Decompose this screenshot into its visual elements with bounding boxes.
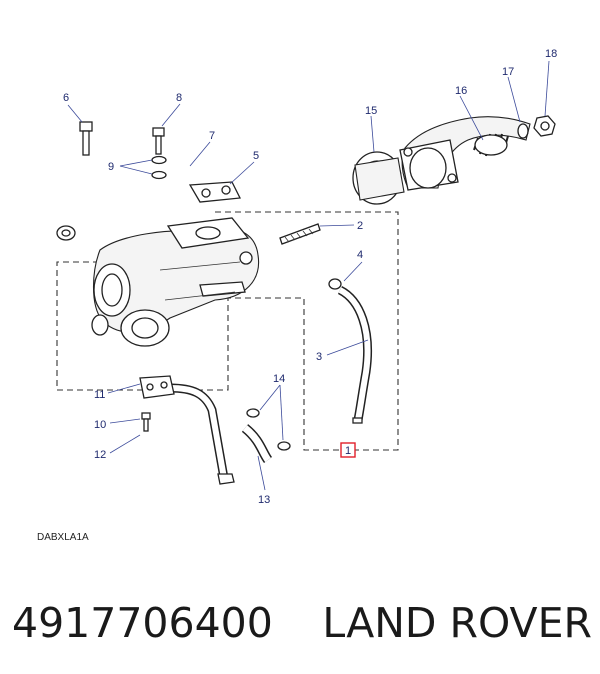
part-number: 4917706400: [12, 599, 273, 647]
callout-18: 18: [545, 48, 557, 60]
callout-12: 12: [94, 449, 106, 461]
bolt-10: [141, 412, 151, 432]
assembly-outline: [56, 211, 399, 451]
hose-13: [241, 424, 273, 463]
callout-2: 2: [357, 220, 363, 232]
spring-16: [473, 133, 509, 157]
turbocharger: [91, 217, 260, 347]
callout-14: 14: [273, 373, 285, 385]
callout-5: 5: [253, 150, 259, 162]
callout-8: 8: [176, 92, 182, 104]
washer-17: [517, 123, 529, 139]
callout-9: 9: [108, 161, 114, 173]
callout-labels: 6 8 7 9 5 2 4 3 15 16 17 18 11 10 12 14 …: [63, 48, 557, 506]
leader-lines: [67, 60, 550, 491]
diagram-reference-code: DABXLA1A: [37, 532, 89, 543]
exhaust-elbow: [399, 116, 531, 191]
bolt-8: [151, 127, 167, 180]
callout-15: 15: [365, 105, 377, 117]
callout-11: 11: [94, 389, 105, 401]
callout-17: 17: [502, 66, 514, 78]
callout-7: 7: [209, 130, 215, 142]
parts-diagram: 6 8 7 9 5 2 4 3 15 16 17 18 11 10 12 14 …: [56, 48, 557, 506]
part-caption: 4917706400 LAND ROVER: [12, 588, 592, 658]
brand-name: LAND ROVER: [322, 599, 592, 647]
highlighted-callout-1: 1: [340, 442, 356, 458]
callout-6: 6: [63, 92, 69, 104]
oil-return-pipe: [139, 375, 235, 485]
callout-16: 16: [455, 85, 467, 97]
callout-3: 3: [316, 351, 322, 363]
stud-2: [279, 223, 321, 245]
callout-10: 10: [94, 419, 106, 431]
callout-1: 1: [345, 445, 351, 457]
nut-18: [533, 115, 556, 137]
hose-clip-14: [246, 408, 291, 451]
gasket-ring-15: [352, 151, 405, 205]
oil-drain-hose: [328, 278, 373, 424]
callout-4: 4: [357, 249, 363, 261]
callout-13: 13: [258, 494, 270, 506]
oil-feed-pipe: [56, 181, 242, 241]
bolt-6: [79, 121, 93, 156]
